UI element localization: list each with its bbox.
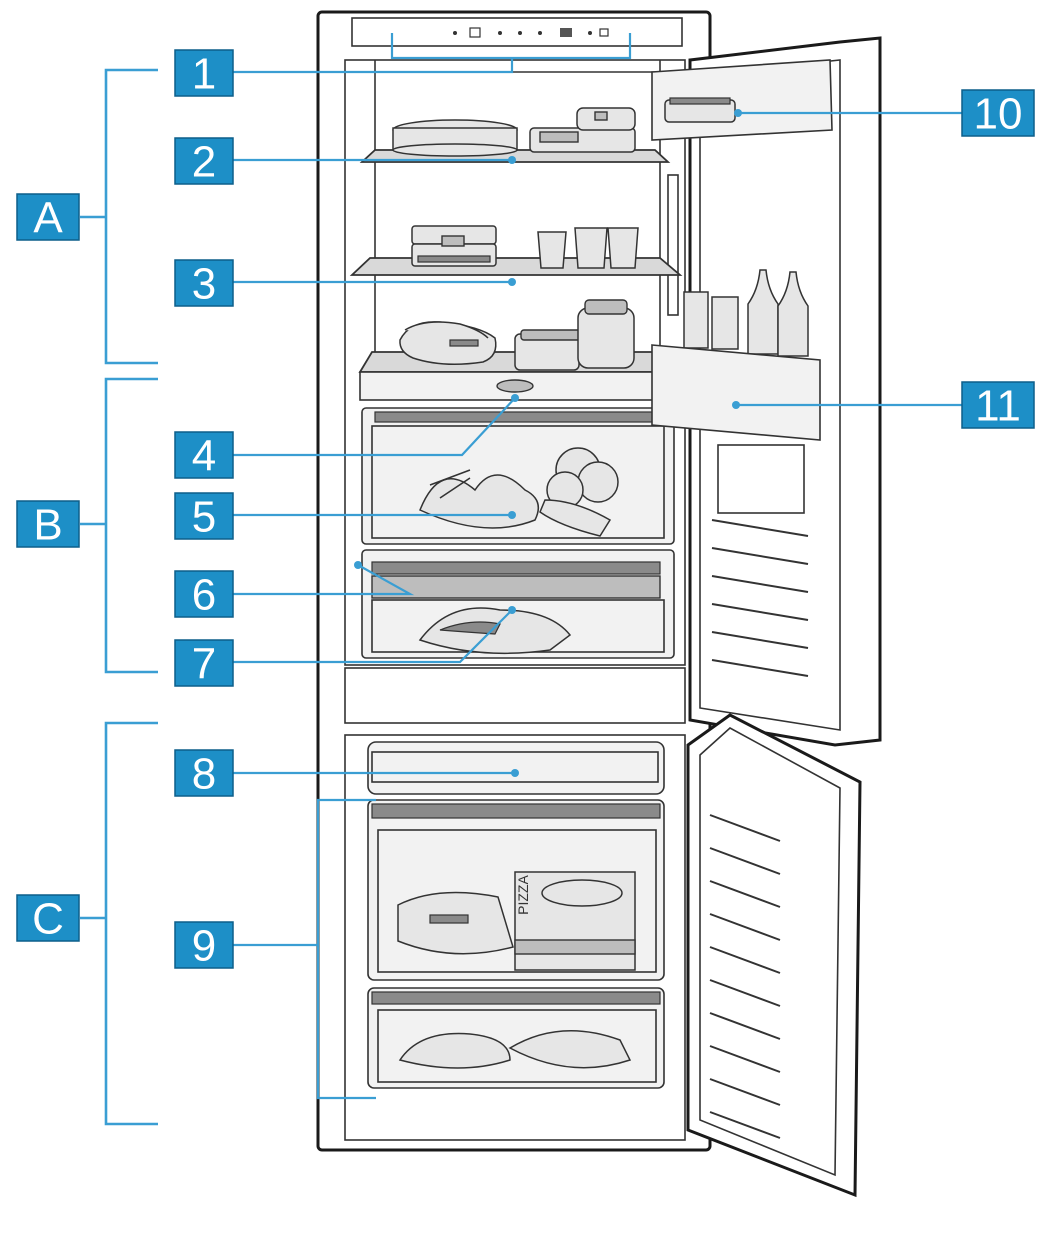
label-2: 2 [174,137,234,187]
label-6: 6 [174,570,234,620]
label-9: 9 [174,921,234,971]
control-panel-icons [453,27,609,38]
label-5-text: 5 [192,493,216,542]
label-5: 5 [174,492,234,542]
label-9-text: 9 [192,922,216,971]
vegetable-drawer [361,407,675,545]
label-3: 3 [174,259,234,309]
label-2-text: 2 [192,138,216,187]
freezer-drawer-lower [367,987,665,1089]
label-8-text: 8 [192,750,216,799]
label-10: 10 [961,89,1035,139]
label-11-text: 11 [975,382,1021,431]
chill-drawer [361,549,675,659]
zone-bracket-c [80,721,158,1126]
label-7: 7 [174,639,234,689]
label-6-text: 6 [192,571,216,620]
label-10-text: 10 [974,90,1023,139]
zone-label-a-text: A [33,194,63,243]
zone-label-a: A [16,193,80,243]
label-4-text: 4 [192,432,216,481]
label-1-text: 1 [192,50,216,99]
label-7-text: 7 [192,640,216,689]
leader-lines [233,33,962,1100]
zone-label-c-text: C [32,895,64,944]
freezer-flap [367,741,665,795]
zone-bracket-a [80,68,158,365]
zone-label-b-text: B [33,501,62,550]
zone-label-c: C [16,894,80,944]
label-1: 1 [174,49,234,99]
freezer-door [686,713,862,1198]
pizza-box-text: PIZZA [515,875,531,915]
label-11: 11 [961,381,1035,431]
label-4: 4 [174,431,234,481]
appliance-cabinet: PIZZA [316,10,712,1152]
door-bottle-shelf [651,344,821,441]
label-8: 8 [174,749,234,799]
label-3-text: 3 [192,260,216,309]
freezer-drawer-upper: PIZZA [367,799,665,981]
zone-label-b: B [16,500,80,550]
fridge-door [651,36,882,747]
zone-bracket-b [80,377,158,674]
